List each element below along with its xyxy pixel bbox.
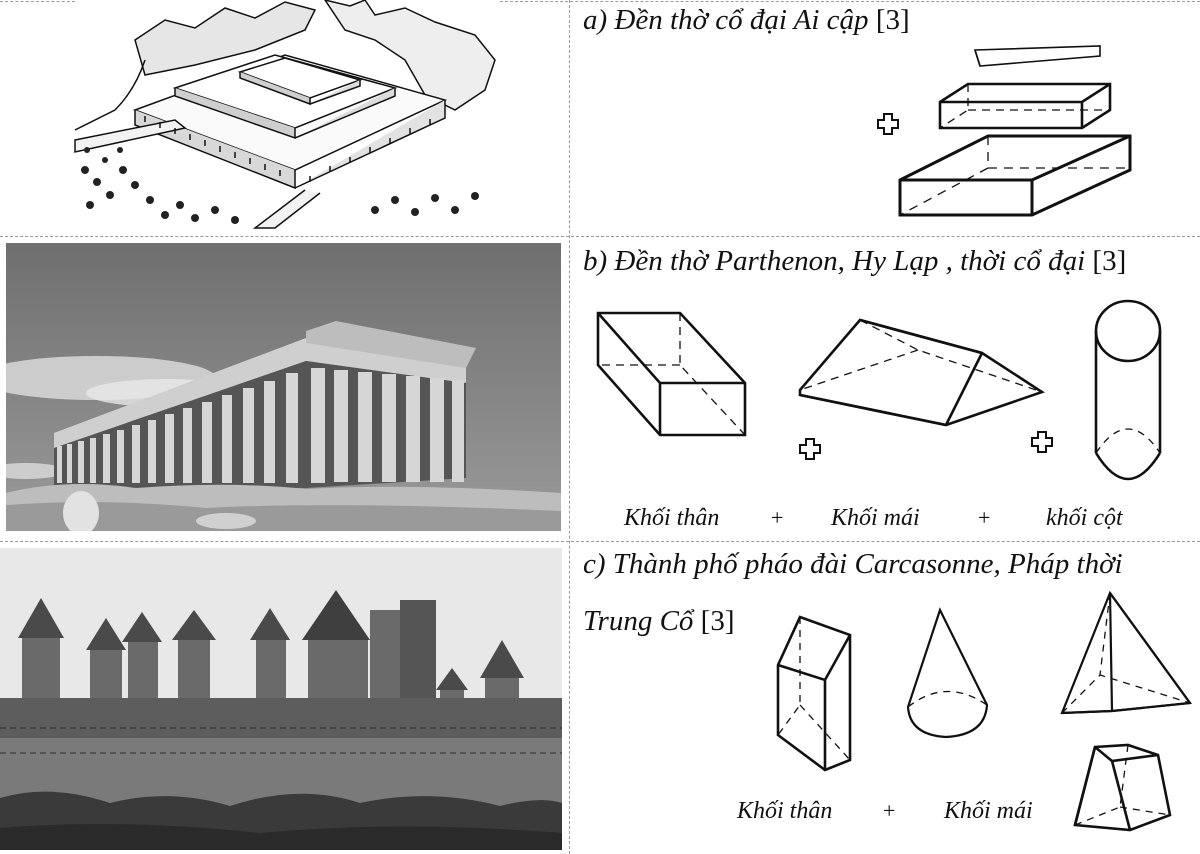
roof-pyramid-shape — [1060, 590, 1193, 715]
body-prism-shape — [776, 615, 852, 772]
plus-icon — [1031, 431, 1053, 453]
caption-a-text: a) Đền thờ cổ đại Ai cập — [583, 4, 869, 36]
label-roof-c: Khối mái — [944, 798, 1033, 824]
caption-c-line1: c) Thành phố pháo đài Carcasonne, Pháp t… — [583, 548, 1123, 580]
caption-c-text: Trung Cổ — [583, 605, 694, 637]
column-cylinder-shape — [1094, 299, 1162, 481]
caption-b-ref: [3] — [1092, 245, 1127, 277]
row-divider — [0, 236, 1200, 237]
small-slab-shape — [973, 45, 1101, 67]
plus-icon — [877, 113, 899, 135]
top-dashed-line — [0, 1, 75, 2]
egypt-block-diagram — [860, 40, 1150, 220]
row-divider — [0, 541, 1200, 542]
caption-b-text: b) Đền thờ Parthenon, Hy Lạp , thời cổ đ… — [583, 245, 1086, 277]
operator-plus: + — [883, 798, 896, 823]
carcassonne-photo — [0, 548, 562, 850]
label-column-b: khối cột — [1046, 505, 1123, 531]
parthenon-shape-diagram — [580, 295, 1195, 495]
middle-block-shape — [938, 82, 1112, 130]
carcassonne-shape-diagram — [760, 585, 1200, 845]
caption-a: a) Đền thờ cổ đại Ai cập [3] — [583, 4, 910, 37]
top-dashed-line — [500, 1, 1200, 2]
caption-a-ref: [3] — [875, 4, 910, 36]
label-roof-b: Khối mái — [831, 505, 920, 531]
parthenon-photo — [6, 243, 561, 531]
caption-b: b) Đền thờ Parthenon, Hy Lạp , thời cổ đ… — [583, 245, 1126, 278]
plus-icon — [799, 438, 821, 460]
operator-plus: + — [771, 505, 784, 530]
roof-frustum-shape — [1073, 743, 1172, 832]
caption-c-line2: Trung Cổ [3] — [583, 605, 735, 638]
caption-c-ref: [3] — [700, 605, 735, 637]
base-block-shape — [898, 134, 1132, 217]
roof-prism-shape — [798, 318, 1045, 427]
column-divider — [569, 0, 570, 854]
label-body-c: Khối thân — [737, 798, 833, 824]
label-body-b: Khối thân — [624, 505, 720, 531]
operator-plus: + — [978, 505, 991, 530]
egyptian-temple-drawing — [74, 0, 500, 229]
roof-cone-shape — [906, 607, 989, 739]
body-block-shape — [596, 311, 747, 437]
